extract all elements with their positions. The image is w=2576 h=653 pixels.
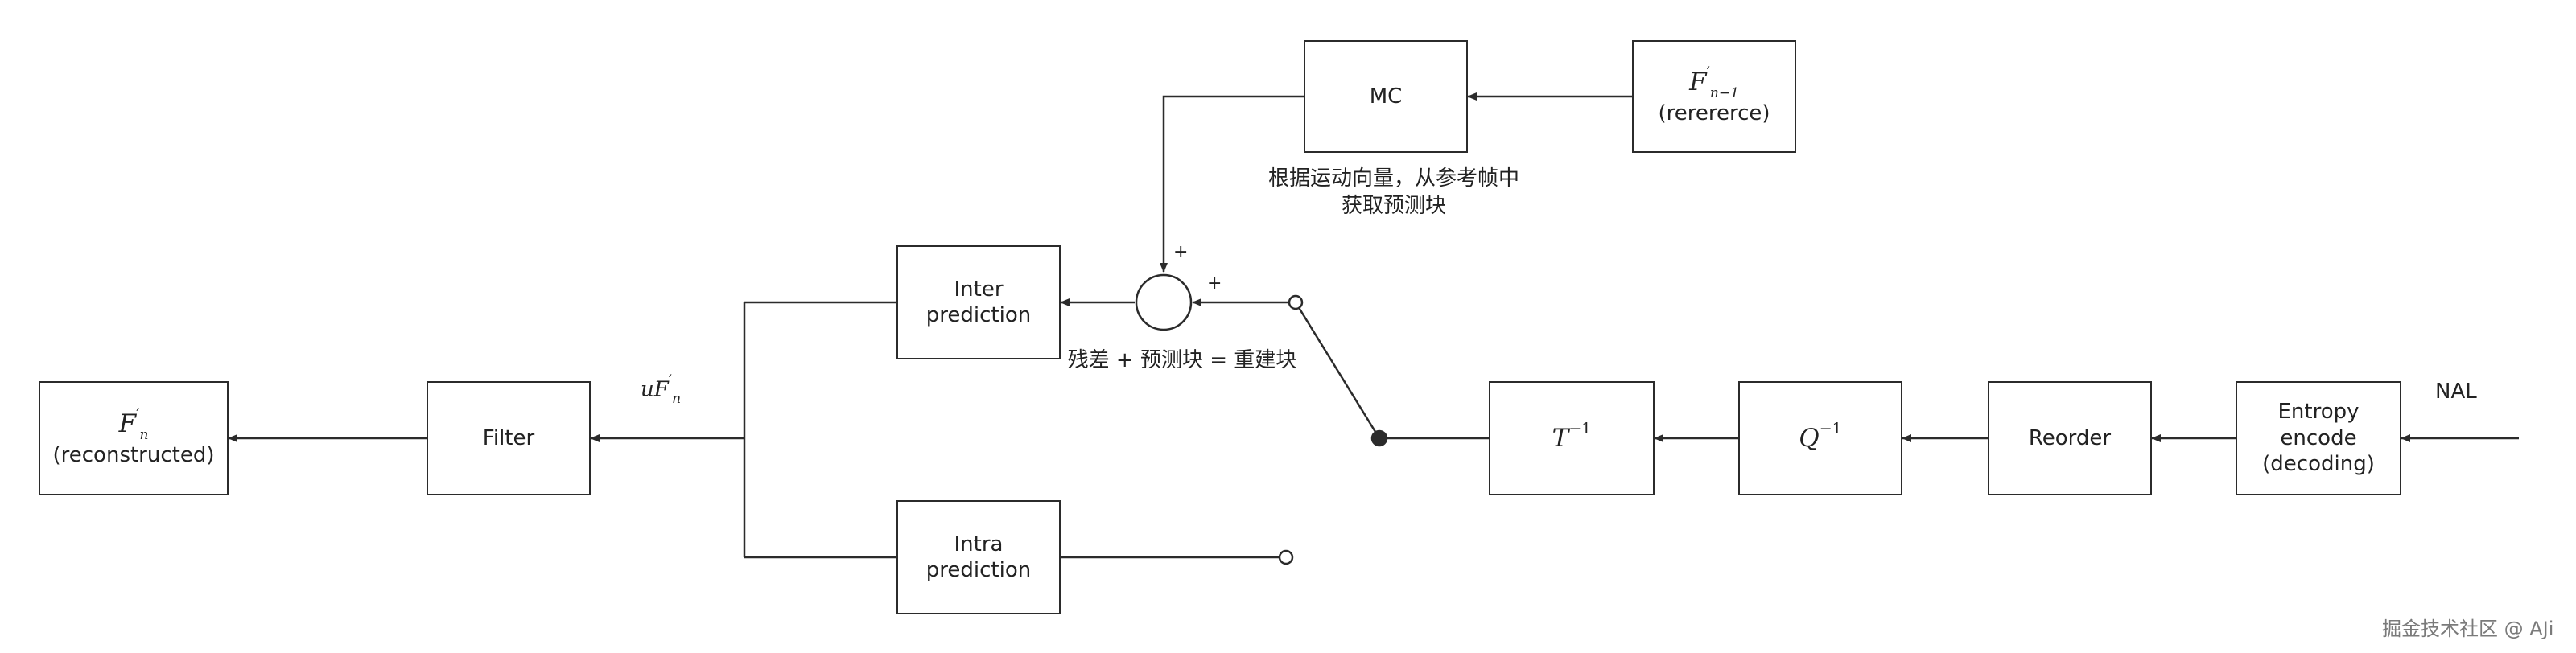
reconstructed-frame-block: F′n (reconstructed) [39,381,229,495]
mc-label: MC [1369,84,1403,109]
intra-label-line1: Intra [954,532,1004,556]
mc-block: MC [1304,40,1468,153]
entropy-label-line1: Entropy [2277,400,2360,425]
inter-label-line2: prediction [925,303,1032,327]
arrow-mc-to-sum [1160,95,1304,273]
mc-note: 根据运动向量，从参考帧中 获取预测块 [1265,166,1523,220]
unfiltered-label: uF′n [641,372,682,407]
inverse-quantization-block: Q−1 [1738,381,1902,495]
sum-note: 残差 + 预测块 = 重建块 [1067,348,1297,372]
reference-frame-block: F′n−1 (rerererce) [1632,40,1796,153]
inverse-quantization-symbol: Q−1 [1799,420,1842,453]
reconstructed-caption: (reconstructed) [52,442,215,467]
sum-node [1135,273,1193,331]
filter-label: Filter [482,425,535,450]
reference-caption: (rerererce) [1658,101,1770,125]
nal-label: NAL [2435,380,2477,404]
intra-label-line2: prediction [925,558,1032,582]
mc-note-line2: 获取预测块 [1341,193,1446,218]
watermark: 掘金技术社区 @ AJi [2382,618,2554,640]
switch-contact-lower [1278,549,1294,565]
inverse-transform-block: T−1 [1489,381,1655,495]
inter-label-line1: Inter [954,277,1004,302]
inter-prediction-block: Inter prediction [896,245,1061,359]
switch-contact-upper [1288,294,1304,310]
intra-prediction-block: Intra prediction [896,500,1061,614]
inverse-transform-symbol: T−1 [1552,420,1592,453]
reorder-label: Reorder [2028,425,2112,450]
switch-pivot [1370,429,1388,447]
reconstructed-symbol: F′n [118,405,149,443]
sum-plus-top: + [1173,242,1189,262]
entropy-label-line2: encode [2280,425,2357,450]
filter-block: Filter [427,381,591,495]
switch-blade [1294,302,1381,439]
entropy-label-line3: (decoding) [2262,452,2375,477]
mc-note-line1: 根据运动向量，从参考帧中 [1267,166,1519,191]
reference-symbol: F′n−1 [1689,64,1739,101]
reorder-block: Reorder [1988,381,2152,495]
sum-plus-right: + [1207,273,1222,294]
entropy-block: Entropy encode (decoding) [2236,381,2401,495]
